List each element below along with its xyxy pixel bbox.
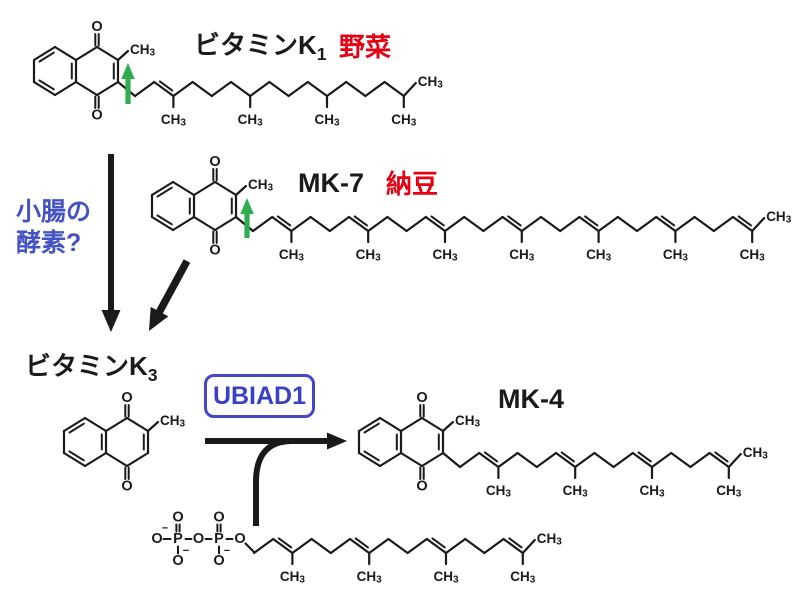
vitamin-k3-label: ビタミンK3 xyxy=(25,352,158,386)
arrow-mk7-to-k3 xyxy=(149,259,191,331)
svg-text:CH3: CH3 xyxy=(639,483,665,500)
svg-text:CH3: CH3 xyxy=(248,177,274,194)
arrow-k3-to-mk4 xyxy=(205,432,347,450)
mk4-label: MK-4 xyxy=(498,384,564,414)
svg-text:−: − xyxy=(162,523,168,535)
vitamin-k3-label-text: ビタミンK xyxy=(25,351,148,381)
svg-text:CH3: CH3 xyxy=(486,483,512,500)
svg-text:O: O xyxy=(151,531,162,547)
svg-text:CH3: CH3 xyxy=(537,531,563,548)
svg-text:CH3: CH3 xyxy=(716,483,742,500)
svg-text:CH3: CH3 xyxy=(740,247,766,264)
svg-text:O: O xyxy=(121,479,132,495)
mk7-label: MK-7 xyxy=(298,168,364,198)
green-arrow-k1 xyxy=(121,63,135,104)
svg-text:CH3: CH3 xyxy=(356,247,382,264)
vegetable-source-label: 野菜 xyxy=(339,32,392,62)
vitamin-k1-label: ビタミンK1 xyxy=(194,31,327,65)
svg-text:O: O xyxy=(209,243,220,259)
vitamin-k3-label-subscript: 3 xyxy=(147,365,158,386)
svg-text:CH3: CH3 xyxy=(766,209,792,226)
svg-text:CH3: CH3 xyxy=(418,74,444,91)
green-arrow-mk7 xyxy=(240,198,254,238)
svg-text:P: P xyxy=(214,531,224,547)
svg-text:CH3: CH3 xyxy=(161,112,187,129)
svg-text:O: O xyxy=(121,390,132,406)
vitamin-k1-label-text: ビタミンK xyxy=(194,30,317,60)
intestinal-enzyme-line2: 酵素? xyxy=(16,229,82,257)
svg-text:CH3: CH3 xyxy=(663,247,689,264)
svg-text:O: O xyxy=(209,154,220,170)
arrow-k1-to-k3 xyxy=(101,154,121,332)
svg-text:O: O xyxy=(91,108,102,124)
svg-text:CH3: CH3 xyxy=(432,247,458,264)
intestinal-enzyme-question-label: 小腸の 酵素? xyxy=(16,197,91,259)
svg-text:P: P xyxy=(173,531,183,547)
svg-text:CH3: CH3 xyxy=(280,569,306,586)
svg-text:O: O xyxy=(416,479,427,495)
svg-text:CH3: CH3 xyxy=(391,112,417,129)
svg-text:CH3: CH3 xyxy=(130,42,156,59)
svg-text:O: O xyxy=(172,510,183,526)
svg-text:CH3: CH3 xyxy=(357,569,383,586)
svg-text:CH3: CH3 xyxy=(455,413,481,430)
svg-text:CH3: CH3 xyxy=(510,569,536,586)
svg-text:O: O xyxy=(172,553,183,569)
vitamin-k1-label-subscript: 1 xyxy=(316,44,327,65)
svg-text:CH3: CH3 xyxy=(433,569,459,586)
svg-text:CH3: CH3 xyxy=(279,247,305,264)
vitamin-k3-structure: O O CH3 xyxy=(62,390,186,495)
svg-text:CH3: CH3 xyxy=(238,112,264,129)
svg-text:O: O xyxy=(193,531,204,547)
svg-text:CH3: CH3 xyxy=(509,247,535,264)
svg-text:CH3: CH3 xyxy=(563,483,589,500)
svg-text:O: O xyxy=(213,553,224,569)
svg-text:CH3: CH3 xyxy=(586,247,612,264)
svg-text:O: O xyxy=(234,531,245,547)
ubiad1-enzyme-box: UBIAD1 xyxy=(204,374,315,418)
svg-text:CH3: CH3 xyxy=(314,112,340,129)
svg-text:−: − xyxy=(224,545,230,557)
intestinal-enzyme-line1: 小腸の xyxy=(16,198,92,226)
svg-text:−: − xyxy=(183,545,189,557)
svg-text:O: O xyxy=(213,510,224,526)
svg-text:CH3: CH3 xyxy=(160,413,186,430)
svg-text:CH3: CH3 xyxy=(743,445,769,462)
arrow-ggpp-merge xyxy=(253,438,293,526)
natto-source-label: 納豆 xyxy=(386,169,439,199)
svg-text:O: O xyxy=(416,390,427,406)
svg-text:O: O xyxy=(91,19,102,35)
